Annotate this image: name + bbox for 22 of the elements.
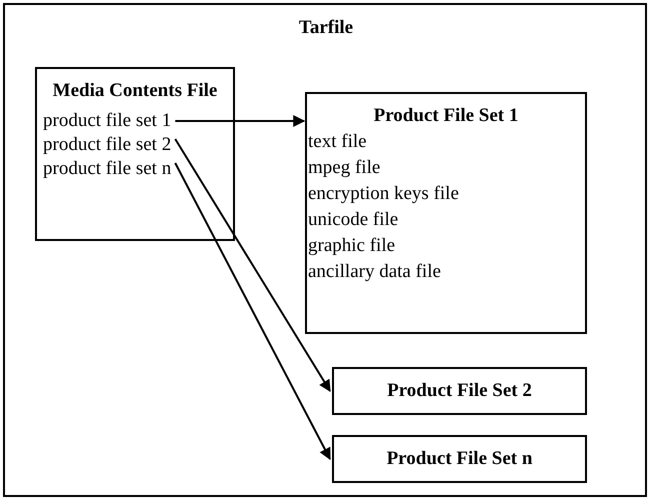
file-box <box>332 435 587 483</box>
file-entry: encryption keys file <box>307 182 460 206</box>
file-entry: product file set n <box>43 158 172 179</box>
file-entry: graphic file <box>307 234 396 258</box>
arrow <box>175 115 306 127</box>
file-box <box>332 367 587 415</box>
box-heading: Media Contents File <box>52 79 218 103</box>
file-box <box>35 67 235 241</box>
arrow <box>174 162 331 460</box>
outer-frame <box>3 3 647 497</box>
diagram-title: Tarfile <box>298 16 354 40</box>
file-entry: product file set 1 <box>43 110 172 131</box>
file-entry: product file set 2 <box>43 134 172 155</box>
file-box <box>305 92 587 334</box>
box-heading: Product File Set n <box>386 447 534 471</box>
file-entry: text file <box>307 130 368 154</box>
box-heading: Product File Set 1 <box>372 104 520 128</box>
file-entry: ancillary data file <box>307 260 442 284</box>
arrow <box>174 138 331 392</box>
file-entry: mpeg file <box>307 156 382 180</box>
box-heading: Product File Set 2 <box>386 379 533 403</box>
file-entry: unicode file <box>307 208 400 232</box>
